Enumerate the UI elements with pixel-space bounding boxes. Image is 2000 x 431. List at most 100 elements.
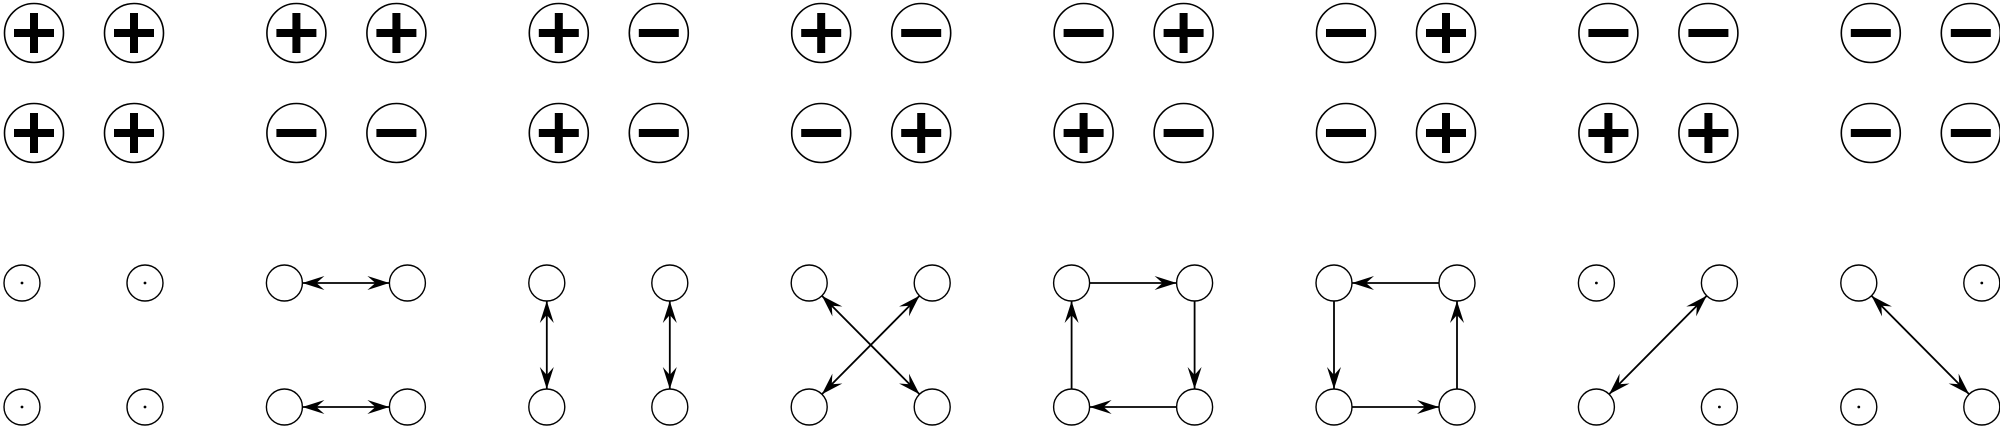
- bidirectional-edge: [1608, 295, 1708, 395]
- horizontal-bar: [1688, 29, 1729, 37]
- node-circle: [651, 388, 689, 426]
- node: [1840, 264, 1878, 302]
- horizontal-bar: [1326, 129, 1366, 137]
- node-circle: [1052, 388, 1091, 426]
- arrowhead: [821, 295, 843, 317]
- sign-panel: [1053, 2, 1214, 164]
- node: [651, 388, 689, 426]
- arrowhead: [539, 367, 554, 389]
- directed-edge: [1352, 276, 1439, 290]
- node-circle: [913, 388, 951, 426]
- minus-sign-circle: [790, 102, 852, 164]
- node-circle: [1577, 388, 1616, 426]
- plus-sign-circle: [1578, 102, 1639, 164]
- arrowhead: [1871, 295, 1892, 317]
- node-with-dot: [1840, 388, 1878, 426]
- node-with-dot: [126, 264, 164, 302]
- node: [651, 264, 689, 302]
- graph-panel: [1577, 264, 1739, 426]
- minus-sign-circle: [1678, 2, 1739, 64]
- node: [388, 388, 427, 426]
- horizontal-bar: [276, 129, 317, 137]
- node: [1700, 264, 1739, 302]
- node-with-dot: [1963, 264, 2000, 302]
- arrowhead: [1417, 400, 1439, 414]
- node: [265, 264, 304, 302]
- node-circle: [1315, 388, 1353, 426]
- arrowhead: [1089, 400, 1112, 414]
- node-with-dot: [1577, 264, 1616, 302]
- vertical-bar: [30, 113, 38, 153]
- directed-edge: [1089, 400, 1177, 414]
- node-circle: [1315, 264, 1353, 302]
- minus-sign-circle: [628, 102, 690, 164]
- directed-edge: [1064, 301, 1079, 389]
- node-circle: [1175, 264, 1214, 302]
- plus-sign-circle: [790, 2, 852, 64]
- node-circle: [1700, 264, 1739, 302]
- vertical-bar: [130, 13, 138, 53]
- node-with-dot: [3, 388, 41, 426]
- arrowhead: [367, 276, 390, 290]
- bidirectional-edge: [302, 276, 390, 290]
- vertical-bar: [817, 13, 826, 53]
- arrowhead: [302, 276, 325, 290]
- plus-sign-circle: [1415, 2, 1477, 64]
- node: [1963, 388, 2000, 426]
- node: [388, 264, 427, 302]
- arrowhead: [662, 367, 677, 389]
- sign-panel: [1315, 2, 1477, 164]
- node: [1438, 264, 1476, 302]
- edge-line: [1608, 295, 1708, 395]
- node-circle: [790, 388, 828, 426]
- sign-panel: [1578, 2, 1739, 164]
- arrowhead: [1327, 367, 1341, 389]
- arrowhead: [899, 373, 920, 395]
- node: [265, 388, 304, 426]
- plus-sign-circle: [3, 102, 65, 164]
- minus-sign-circle: [1153, 102, 1214, 164]
- horizontal-bar: [1950, 29, 1991, 37]
- minus-sign-circle: [366, 102, 427, 164]
- minus-sign-circle: [266, 102, 327, 164]
- minus-sign-circle: [1315, 102, 1377, 164]
- node-circle: [1052, 264, 1091, 302]
- horizontal-bar: [1950, 129, 1991, 137]
- arrowhead: [539, 301, 554, 323]
- node: [528, 264, 566, 302]
- sign-panel: [266, 2, 427, 164]
- horizontal-bar: [1850, 29, 1891, 37]
- node-center-dot: [1980, 281, 1984, 285]
- arrowhead: [662, 301, 677, 323]
- edge-line: [821, 295, 921, 395]
- horizontal-bar: [801, 129, 842, 137]
- minus-sign-circle: [1840, 102, 1902, 164]
- arrowhead: [1352, 276, 1374, 290]
- arrowhead: [1064, 301, 1079, 323]
- node-circle: [265, 264, 304, 302]
- minus-sign-circle: [1053, 2, 1114, 64]
- plus-sign-circle: [1153, 2, 1214, 64]
- node: [790, 388, 828, 426]
- plus-sign-circle: [366, 2, 427, 64]
- plus-sign-circle: [3, 2, 65, 64]
- node-center-dot: [1857, 405, 1861, 409]
- arrowhead: [1154, 276, 1177, 290]
- graph-row: [3, 264, 2000, 426]
- edge-line: [1870, 295, 1970, 395]
- node-circle: [528, 264, 566, 302]
- arrowhead: [899, 295, 920, 317]
- graph-panel: [3, 264, 164, 426]
- vertical-bar: [554, 113, 563, 153]
- sign-panel: [3, 2, 165, 164]
- horizontal-bar: [1326, 29, 1366, 37]
- bidirectional-edge: [662, 301, 677, 389]
- directed-edge: [1352, 400, 1439, 414]
- vertical-bar: [30, 13, 38, 53]
- arrowhead: [1948, 373, 1970, 395]
- vertical-bar: [1442, 13, 1450, 53]
- node-circle: [388, 264, 427, 302]
- node-circle: [1840, 264, 1878, 302]
